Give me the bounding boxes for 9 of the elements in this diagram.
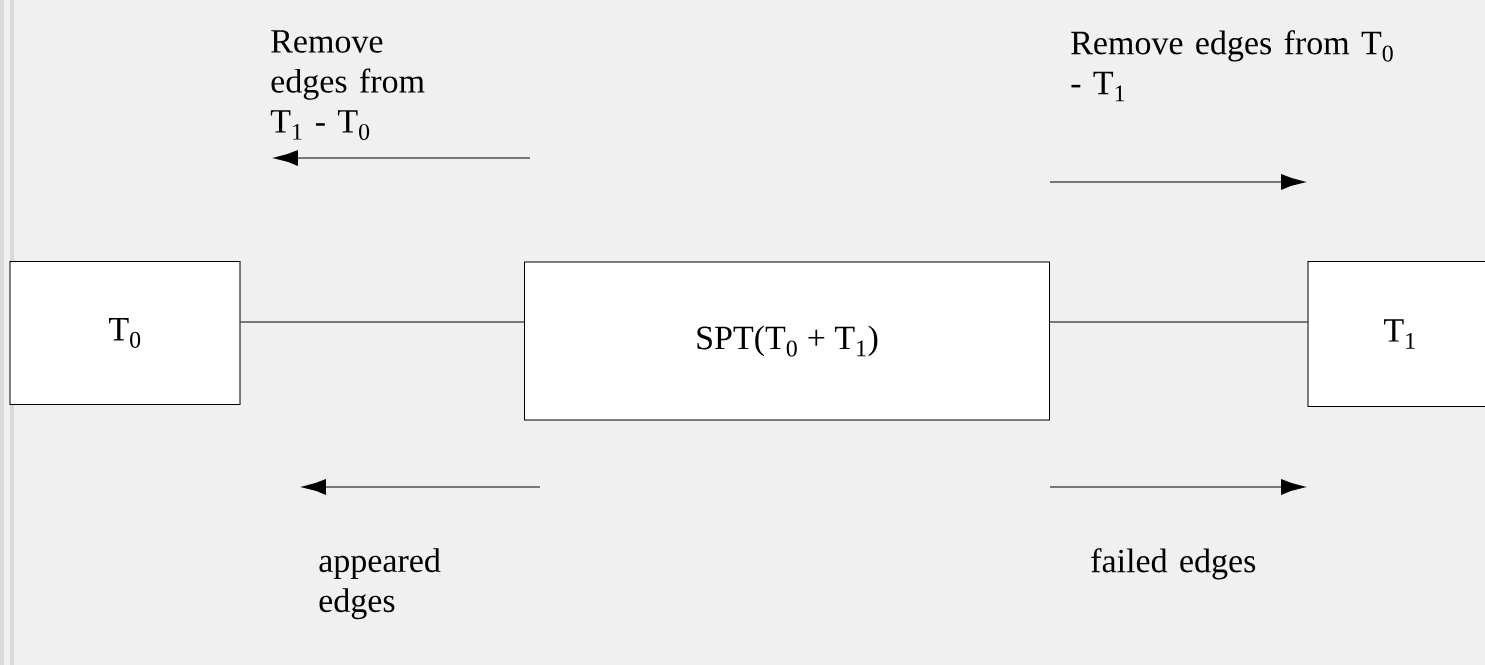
note-text: Remove edges from T$_{0}$ - T$_{1}$ <box>1071 30 1393 102</box>
note-text: failed edges <box>1091 548 1256 580</box>
box: SPT(T$_{0}$ + T$_{1}$) <box>524 261 1050 421</box>
connector-line <box>240 321 525 323</box>
box: T$_{0}$ <box>9 261 241 405</box>
box: T$_{1}$ <box>1307 261 1485 407</box>
note-text: appeared edges <box>319 548 441 620</box>
connector-line <box>1049 321 1308 323</box>
note-text: Remove edges from T$_{1}$ - T$_{0}$ <box>270 30 425 140</box>
